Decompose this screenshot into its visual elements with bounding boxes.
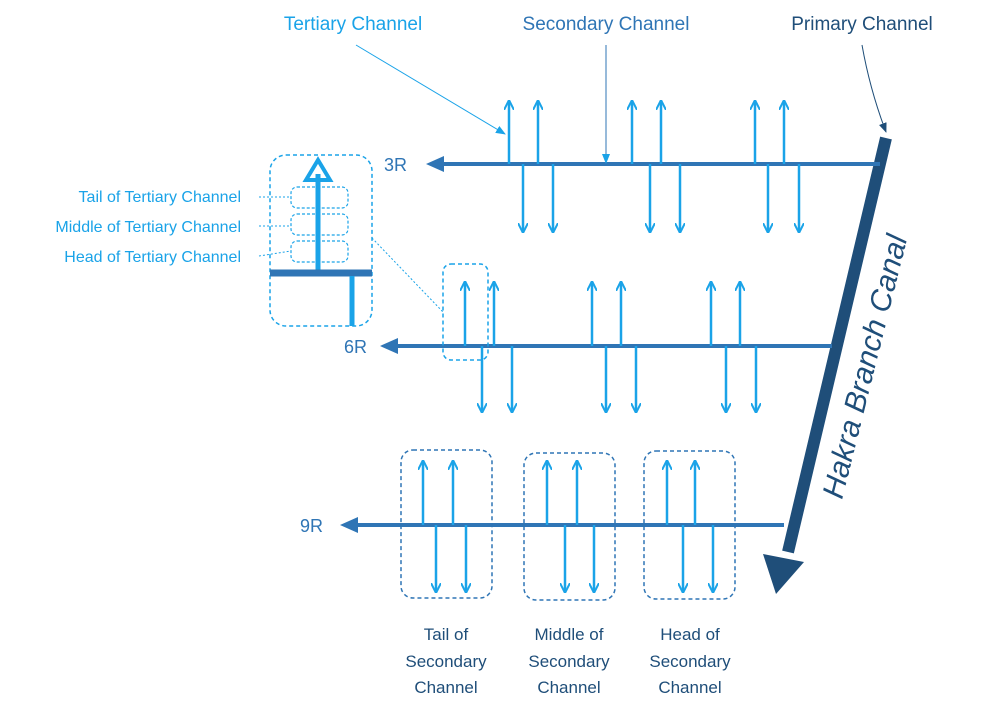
secondary-channel-3r (426, 156, 880, 172)
channel-6r-label: 6R (344, 337, 367, 357)
secondary-channel-9r (340, 517, 784, 533)
channel-9r-label: 9R (300, 516, 323, 536)
tertiary-highlight-box (442, 263, 489, 361)
svg-text:Channel: Channel (414, 678, 477, 697)
tertiary-inset (258, 154, 373, 327)
tertiary-callout-line (355, 44, 506, 135)
inset-connector (371, 237, 444, 313)
channel-3r-label: 3R (384, 155, 407, 175)
middle-tertiary-label: Middle of Tertiary Channel (55, 219, 241, 236)
tail-secondary-box (400, 449, 493, 599)
head-secondary-box (643, 450, 736, 600)
middle-secondary-box (523, 452, 616, 601)
secondary-channel-6r (380, 338, 832, 354)
primary-canal (763, 136, 892, 594)
primary-channel-label: Primary Channel (791, 14, 933, 35)
secondary-channel-label: Secondary Channel (523, 14, 690, 35)
svg-text:Head of: Head of (660, 625, 720, 644)
tail-tertiary-label: Tail of Tertiary Channel (79, 189, 241, 206)
primary-callout-line (861, 44, 887, 133)
middle-secondary-label: Middle of Secondary Channel (528, 625, 610, 697)
svg-text:Secondary: Secondary (405, 652, 487, 671)
svg-text:Middle of: Middle of (535, 625, 604, 644)
svg-text:Secondary: Secondary (649, 652, 731, 671)
tertiary-arrows-9r (423, 461, 713, 592)
head-secondary-label: Head of Secondary Channel (649, 625, 731, 697)
tertiary-arrows-6r (465, 282, 756, 412)
head-tertiary-label: Head of Tertiary Channel (64, 249, 241, 266)
tertiary-arrows-3r (509, 101, 799, 232)
svg-text:Channel: Channel (658, 678, 721, 697)
svg-text:Channel: Channel (537, 678, 600, 697)
tail-secondary-label: Tail of Secondary Channel (405, 625, 487, 697)
svg-text:Secondary: Secondary (528, 652, 610, 671)
svg-text:Tail of: Tail of (424, 625, 469, 644)
primary-canal-arrowhead (763, 554, 804, 594)
tertiary-channel-label: Tertiary Channel (284, 14, 422, 35)
